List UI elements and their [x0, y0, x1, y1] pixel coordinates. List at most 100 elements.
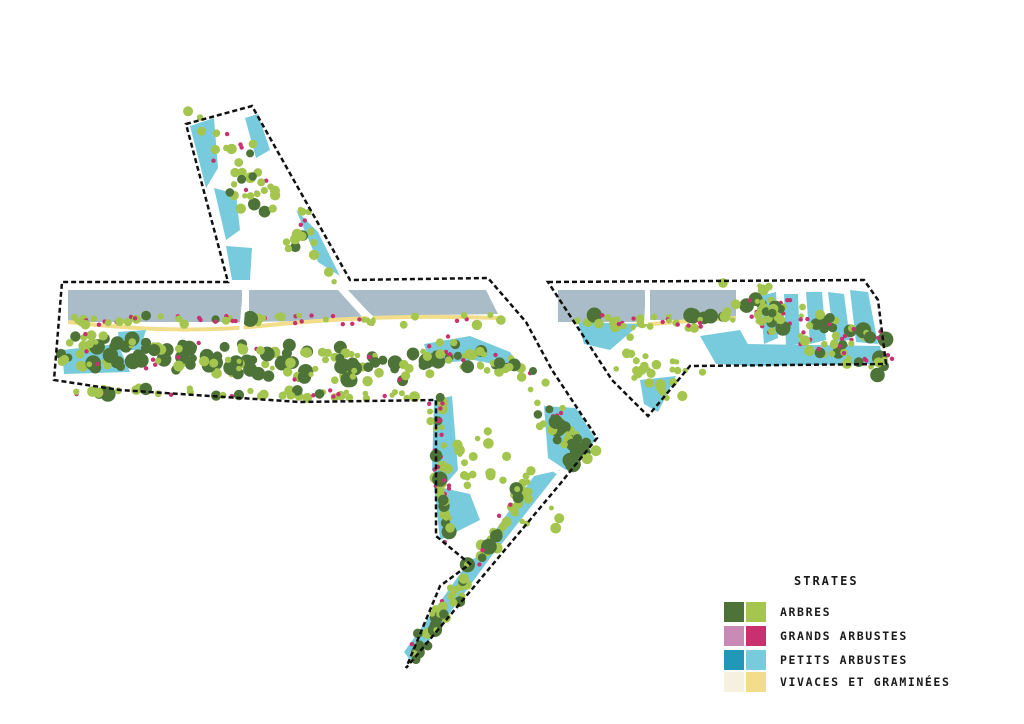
plant-dot — [357, 317, 362, 322]
plant-dot — [801, 330, 806, 335]
plant-dot — [140, 337, 152, 348]
low-shrub-patches — [62, 114, 884, 660]
plant-dot — [311, 393, 316, 398]
plant-dot — [248, 172, 257, 181]
plant-dot — [86, 330, 97, 341]
plant-dot — [526, 466, 536, 476]
plant-dot — [522, 472, 530, 480]
plant-dot — [212, 129, 221, 137]
plant-dot — [697, 320, 703, 326]
plant-dot — [123, 318, 132, 327]
plant-dot — [258, 205, 271, 218]
plant-dot — [261, 360, 270, 369]
plant-dot — [673, 366, 682, 375]
plant-dot — [459, 471, 469, 480]
plant-dot — [296, 312, 303, 319]
plant-dot — [362, 376, 373, 387]
plant-dot — [408, 351, 418, 361]
plant-dot — [461, 360, 475, 374]
plant-dot — [362, 390, 369, 397]
plant-dot — [550, 522, 562, 534]
plant-dot — [853, 357, 864, 368]
plant-dot — [242, 193, 248, 199]
plant-dot — [257, 392, 266, 401]
plant-dot — [441, 478, 447, 483]
plant-dot — [398, 390, 405, 397]
plant-dot — [437, 494, 449, 506]
plant-dot — [644, 378, 655, 388]
plant-dot — [314, 389, 325, 399]
plant-dot — [247, 387, 254, 395]
plant-dot — [237, 167, 247, 177]
plant-dot — [463, 481, 472, 490]
plant-dot — [157, 313, 164, 320]
plant-dot — [322, 316, 329, 323]
plant-dot — [246, 149, 255, 158]
plant-dot — [845, 355, 852, 361]
plant-dot — [224, 356, 232, 363]
plant-dot — [75, 360, 86, 371]
legend-swatch-grands-arbustes-light — [724, 626, 744, 646]
plant-dot — [460, 312, 468, 319]
plant-dot — [722, 307, 732, 316]
plant-dot — [128, 338, 137, 346]
legend-swatch-arbres-light — [746, 602, 766, 622]
plant-dot — [626, 333, 634, 342]
plant-dot — [558, 410, 564, 416]
plant-dot — [703, 308, 718, 324]
plant-dot — [510, 507, 519, 517]
legend-row-petits-arbustes: PETITS ARBUSTES — [724, 650, 1004, 670]
plant-dot — [524, 487, 533, 496]
plant-dot — [75, 349, 85, 359]
plant-dot — [259, 314, 267, 322]
plant-dot — [831, 331, 841, 340]
plant-dot — [270, 185, 280, 196]
plant-dot — [827, 321, 832, 327]
plant-dot — [654, 379, 666, 391]
plant-dot — [490, 529, 503, 543]
plant-dot — [70, 331, 81, 342]
plant-dot — [98, 331, 108, 341]
plant-dot — [757, 317, 766, 326]
plant-dot — [675, 322, 680, 327]
plant-dot — [389, 392, 395, 398]
plant-dot — [148, 344, 161, 357]
plant-dot — [876, 335, 881, 341]
shrub-patch — [214, 188, 240, 240]
plant-dot — [236, 358, 242, 364]
plant-dot — [104, 319, 112, 327]
plant-dot — [841, 350, 847, 356]
plant-dot — [212, 351, 223, 362]
plant-dot — [870, 367, 885, 383]
plant-dot — [348, 350, 355, 358]
plant-dot — [499, 476, 507, 484]
plant-dot — [660, 319, 665, 325]
plant-dot — [230, 318, 235, 324]
plant-dot — [677, 390, 688, 402]
plant-dot — [282, 238, 291, 246]
plant-dot — [198, 317, 203, 323]
plant-dot — [642, 353, 649, 360]
plant-dot — [604, 313, 612, 322]
plant-dot — [281, 348, 292, 359]
shrub-patch — [296, 210, 340, 276]
path-line — [338, 286, 374, 320]
plant-dot — [176, 355, 181, 360]
plant-dot — [508, 502, 513, 507]
plant-dot — [646, 368, 656, 378]
plant-dot — [829, 340, 839, 349]
plant-dot — [445, 334, 451, 339]
site-boundaries — [52, 104, 888, 669]
plant-dot — [390, 364, 399, 374]
plant-dot — [153, 362, 158, 367]
plant-dot — [65, 339, 74, 347]
plant-dot — [529, 367, 537, 375]
plant-dot — [519, 518, 525, 525]
plant-dot — [572, 434, 583, 444]
legend-row-vivaces: VIVACES ET GRAMINÉES — [724, 672, 1004, 692]
plant-dot — [274, 313, 281, 320]
plant-dot — [436, 484, 445, 494]
plant-dot — [799, 335, 811, 347]
plant-dot — [440, 401, 445, 406]
plant-dot — [446, 483, 452, 488]
